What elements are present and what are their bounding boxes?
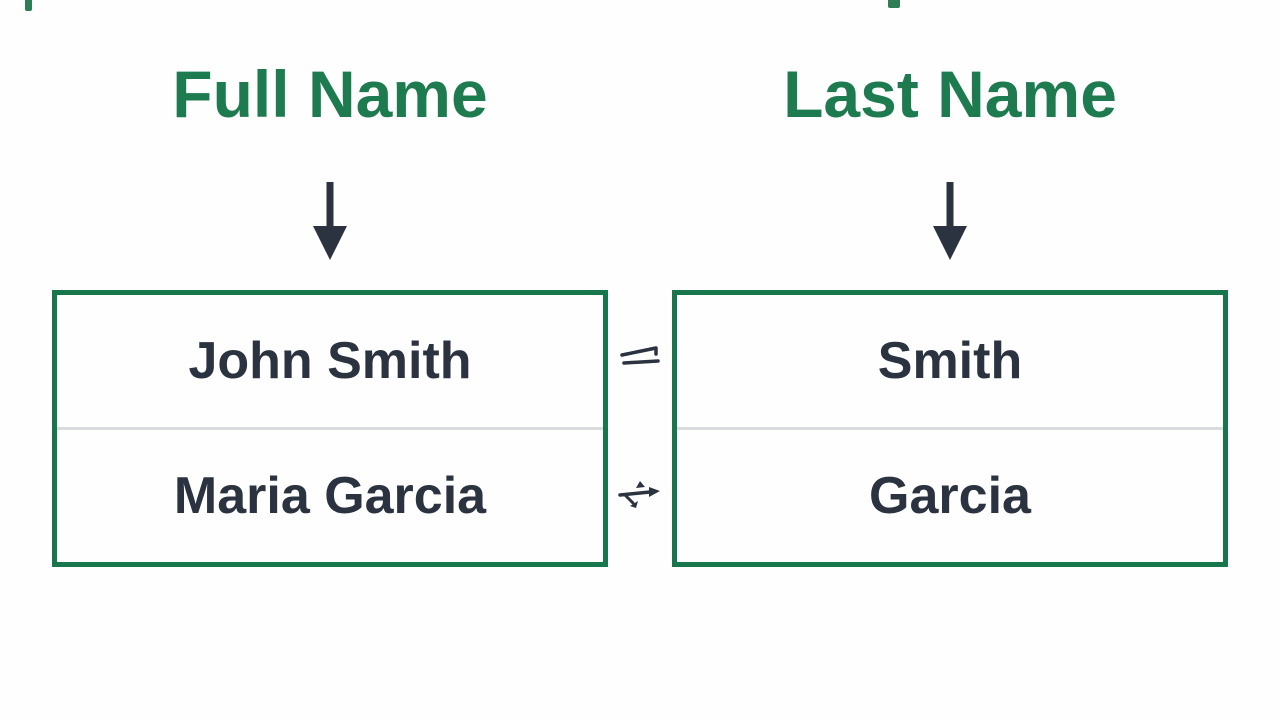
row-divider (57, 427, 603, 430)
full-name-heading: Full Name (172, 57, 488, 131)
last-name-heading: Last Name (783, 57, 1117, 131)
table-row: Garcia (869, 467, 1031, 525)
last-name-table: Smith Garcia (672, 290, 1228, 567)
table-row: Maria Garcia (173, 467, 487, 525)
down-arrow-icon (672, 182, 1228, 262)
down-arrow-icon (52, 182, 608, 262)
table-row: Smith (877, 332, 1023, 390)
row-divider (677, 427, 1223, 430)
transform-arrow-icon (614, 340, 666, 376)
table-row: John Smith (188, 332, 472, 390)
decorative-mark (25, 0, 32, 11)
decorative-mark (888, 0, 900, 8)
transform-arrow-icon (614, 476, 666, 512)
full-name-table: John Smith Maria Garcia (52, 290, 608, 567)
